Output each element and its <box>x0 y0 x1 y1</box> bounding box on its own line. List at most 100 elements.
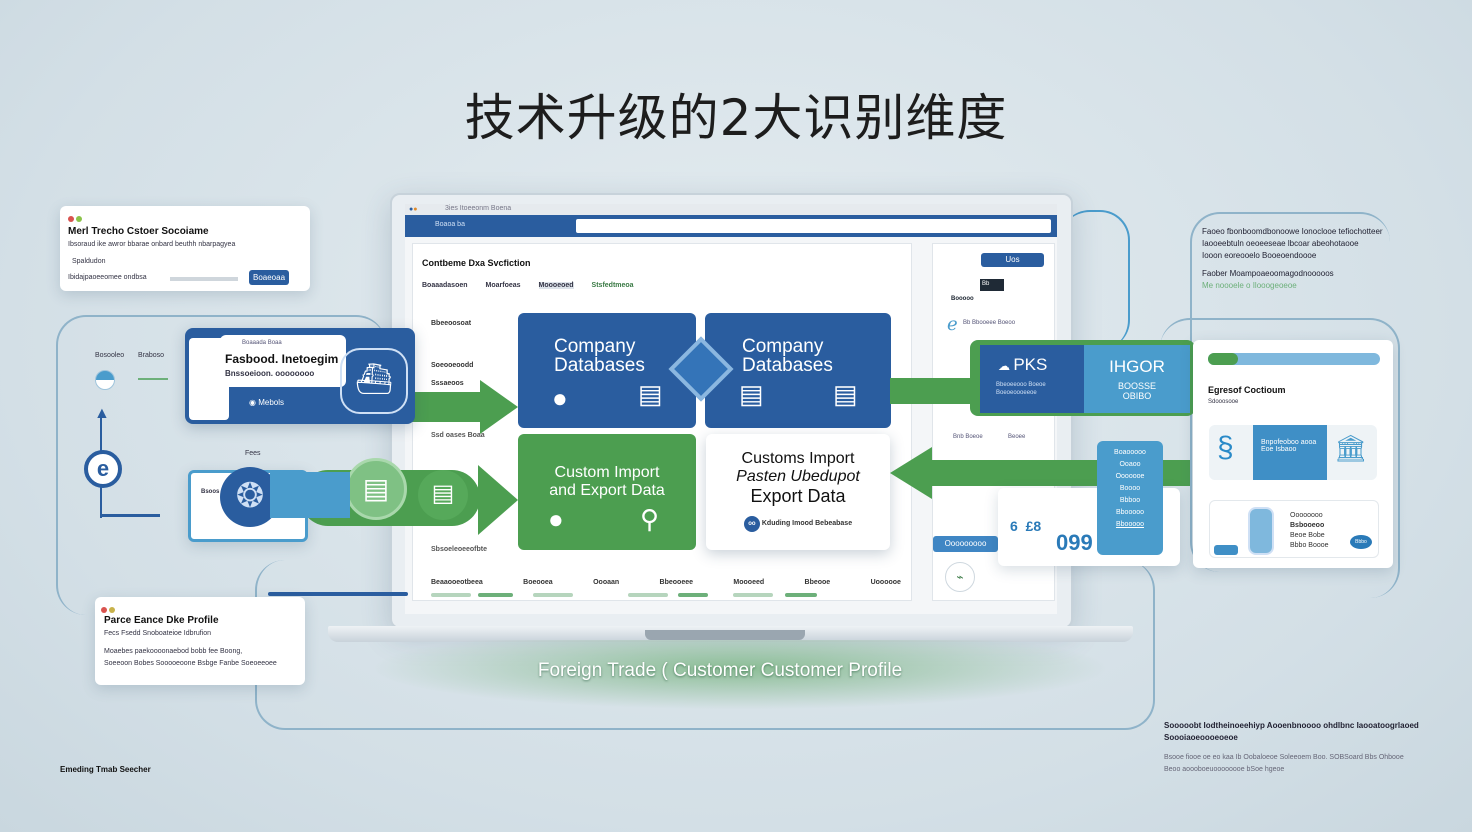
search-button[interactable]: Boaeoaa <box>249 270 289 285</box>
tab[interactable]: Moooeoed <box>538 282 574 289</box>
side-item[interactable]: Bbeeoosoat <box>431 320 472 327</box>
stat-bar <box>733 593 773 597</box>
sidebar-item[interactable]: Bb Bbooeee Boeoo <box>963 320 1016 326</box>
profile-box[interactable]: § Bnpofeoboo aooa Eoe Isbaoo 🏛 <box>1209 425 1377 480</box>
tab-bar: Boaaadasoen Moarfoeas Moooeoed Stsfedtme… <box>422 282 634 289</box>
quadrant-company-databases[interactable]: Company Databases ● ▤ <box>518 313 696 428</box>
database-icon: ▤ <box>638 379 663 409</box>
window-dots <box>101 600 117 618</box>
nav-bar: Boaoa ba <box>405 215 1057 237</box>
banner-pks[interactable]: ☁ PKS Bbeoeeooo Boeoe Boeoeoooeeoe <box>980 345 1084 413</box>
nav-label[interactable]: Boaoa ba <box>435 221 465 228</box>
right-text-block: Faoeo fbonboomdbonoowe Ionoclooe tefioch… <box>1202 227 1383 290</box>
browser-dots: ●● <box>409 206 418 213</box>
stat: Boeooea <box>523 579 553 586</box>
document-icon: ▤ <box>418 470 468 520</box>
side-item[interactable]: Sssaeoos <box>431 380 464 387</box>
search-user-icon: ⚲ <box>640 504 660 534</box>
pill-diamond[interactable]: Bbbo <box>1350 535 1372 549</box>
banner-ihgor[interactable]: IHGOR BOOSSE OBIBO <box>1084 345 1190 413</box>
stat: Moooeed <box>733 579 765 586</box>
logo-s-icon: § <box>1217 431 1234 464</box>
database-icon: ▤ <box>833 379 858 409</box>
stat-bar <box>533 593 573 597</box>
sidebar-item[interactable]: Booooo <box>951 296 974 302</box>
connector-line <box>1160 318 1400 598</box>
stat: Bbeooe <box>804 579 831 586</box>
connector-line <box>56 315 386 615</box>
page-title: 技术升级的2大识别维度 <box>464 89 1008 147</box>
stat: Uoooooe <box>870 579 901 586</box>
laptop-glow <box>370 640 1110 710</box>
social-button[interactable]: ◉ Mebols <box>249 398 284 407</box>
progress-bar[interactable] <box>1208 353 1380 365</box>
side-list: Bbeeoosoat Soeooeoodd Sssaeoos Ssd oases… <box>431 319 487 555</box>
side-item[interactable]: Ssd oases Boaa <box>431 432 485 439</box>
browser-tabbar: ●● 3ies Itoeeonm Boena <box>405 204 1057 215</box>
link-icon: ⌁ <box>945 562 975 592</box>
card-profile: Parce Eance Dke Profile Fecs Fsedd Snobo… <box>95 597 305 685</box>
fees-label: Fees <box>245 450 261 457</box>
side-item[interactable]: Soeooeoodd <box>431 362 474 369</box>
tab[interactable]: Moarfoeas <box>485 282 521 289</box>
search-input[interactable] <box>576 219 1051 233</box>
tab[interactable]: Boaaadasoen <box>422 282 468 289</box>
stat: Oooaan <box>593 579 620 586</box>
logo-e-icon: ℯ <box>947 314 958 334</box>
arrow-head <box>890 447 932 499</box>
stat-bar <box>785 593 817 597</box>
building-icon: 🏛 <box>1334 433 1368 463</box>
stat-bar <box>478 593 513 597</box>
copyright-icon: e <box>84 450 122 488</box>
stat: Beaaooeotbeea <box>431 579 483 586</box>
card-social[interactable]: Boaaada Boaa Fasbood. Inetoegim Bnssoeio… <box>185 328 415 424</box>
connector-line-blue <box>268 592 408 596</box>
phone-icon <box>1248 507 1274 555</box>
profile-row: Oooooooo Bsbooeoo Beoe Bobe Bbbo Boooe B… <box>1209 500 1379 558</box>
card-profile-right: Egresof Coctioum Sdooosooe § Bnpofeoboo … <box>1193 340 1393 568</box>
arrow-right <box>412 392 482 422</box>
user-icon: ● <box>548 504 564 534</box>
vertical-info-card[interactable]: Boaooooo Ooaoo Ooooooe Boooo Bbboo Bbooo… <box>1097 441 1163 555</box>
arrow-right <box>890 378 980 404</box>
connector-line <box>1060 210 1130 350</box>
arrow-head <box>480 380 518 434</box>
main-heading: Contbeme Dxa Svcfiction <box>422 258 531 268</box>
progress-bar <box>170 277 238 281</box>
vertical-line <box>100 514 160 517</box>
bridge-connector <box>270 472 350 518</box>
bottom-right-text: Sooooobt Iodtheinoeehiyp Aooenbnoooo ohd… <box>1164 721 1419 773</box>
quadrant-customs-import-export[interactable]: Customs Import Pasten Ubedupot Export Da… <box>706 434 890 550</box>
window-dots <box>68 209 84 227</box>
slider-bar[interactable] <box>138 378 168 380</box>
label: Braboso <box>138 352 165 359</box>
tab[interactable]: Stsfedtmeoa <box>591 282 634 289</box>
footer-left: Emeding Tmab Seecher <box>60 765 151 774</box>
quadrant-company-databases-2[interactable]: Company Databases ▤ ▤ <box>705 313 891 428</box>
up-arrow-icon: ▲ <box>94 405 110 422</box>
stat-bar <box>678 593 708 597</box>
sidebar-cta[interactable]: Ooooooooo <box>933 536 998 552</box>
user-icon: ● <box>552 383 568 413</box>
sidebar-button[interactable]: Uos ooaeoeoaooa <box>981 253 1044 278</box>
dark-label: Bb <box>980 279 1004 291</box>
document-icon: ▤ <box>345 458 407 520</box>
stats-row: Beaaooeotbeea Boeooea Oooaan Bbeooeee Mo… <box>431 579 901 586</box>
stat: Bbeooeee <box>659 579 694 586</box>
ship-icon: ⛴ <box>340 348 408 414</box>
laptop-notch <box>645 630 805 640</box>
social-bubble: Boaaada Boaa Fasbood. Inetoegim Bnssoeio… <box>220 335 346 387</box>
browser-tab[interactable]: 3ies Itoeeonm Boena <box>445 205 512 212</box>
stat-bar <box>431 593 471 597</box>
sidebar-item[interactable]: Beoee <box>1008 434 1026 440</box>
card-customer-search: Merl Trecho Cstoer Socoiame Ibsoraud ike… <box>60 206 310 291</box>
toggle-icon <box>95 370 115 390</box>
arrow-head <box>478 465 518 535</box>
small-button[interactable] <box>1214 545 1238 555</box>
badge: oo <box>743 516 760 532</box>
database-icon: ▤ <box>739 379 764 409</box>
side-item[interactable]: Sbsoeleoeeofbte <box>431 546 488 553</box>
sidebar-item[interactable]: Bnb Boeoe <box>953 434 983 440</box>
caption: Foreign Trade ( Customer Customer Profil… <box>537 660 903 681</box>
quadrant-custom-import-export[interactable]: Custom Import and Export Data ● ⚲ <box>518 434 696 550</box>
